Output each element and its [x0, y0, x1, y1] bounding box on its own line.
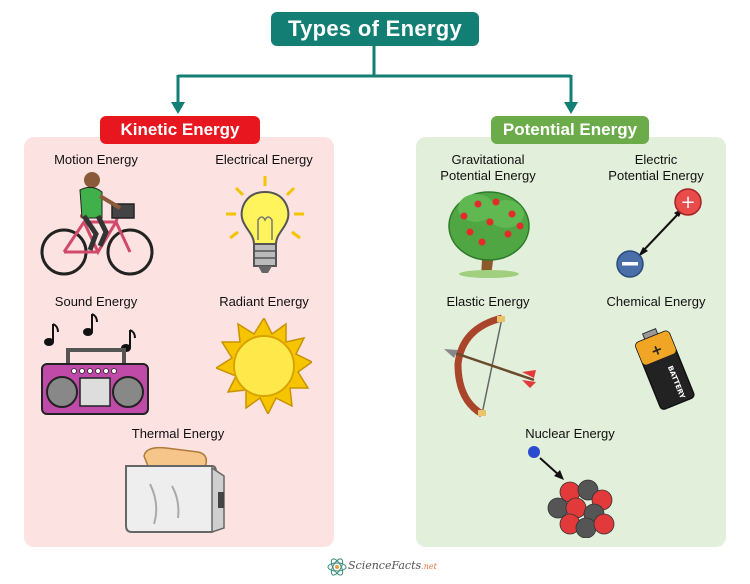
- boombox-icon: [41, 313, 149, 415]
- electric-label-line1: Electric: [634, 152, 678, 167]
- light-bulb-icon: [226, 176, 304, 273]
- radiant-energy-label: Radiant Energy: [219, 294, 309, 309]
- kinetic-energy-header: Kinetic Energy: [100, 116, 260, 144]
- bicycle-icon: [40, 172, 154, 276]
- gravitational-label-line1: Gravitational: [451, 152, 525, 167]
- arrow-down-kinetic: [171, 102, 185, 114]
- tree-connectors: [171, 46, 578, 114]
- potential-energy-header: Potential Energy: [491, 116, 649, 144]
- sciencefacts-logo-icon: [327, 558, 347, 576]
- gravitational-label-line2: Potential Energy: [440, 168, 536, 183]
- arrow-down-potential: [564, 102, 578, 114]
- svg-text:+: +: [649, 341, 666, 360]
- motion-energy-label: Motion Energy: [54, 152, 138, 167]
- elastic-energy-label: Elastic Energy: [446, 294, 530, 309]
- nuclear-energy-label: Nuclear Energy: [525, 426, 615, 441]
- atom-nucleus-icon: [528, 446, 615, 538]
- chemical-energy-label: Chemical Energy: [606, 294, 706, 309]
- footer-brand: ScienceFacts.net: [348, 559, 437, 572]
- electric-label-line2: Potential Energy: [608, 168, 704, 183]
- apple-tree-icon: [448, 191, 530, 278]
- toaster-icon: [125, 446, 225, 534]
- thermal-energy-label: Thermal Energy: [131, 426, 225, 441]
- page-title: Types of Energy: [271, 12, 479, 46]
- svg-text:+: +: [680, 192, 695, 213]
- battery-icon: + BATTERY: [635, 328, 695, 410]
- bow-arrow-icon: [444, 314, 536, 418]
- sound-energy-label: Sound Energy: [54, 294, 138, 309]
- charges-icon: +: [616, 188, 702, 278]
- sun-icon: [216, 318, 312, 414]
- electrical-energy-label: Electrical Energy: [215, 152, 313, 167]
